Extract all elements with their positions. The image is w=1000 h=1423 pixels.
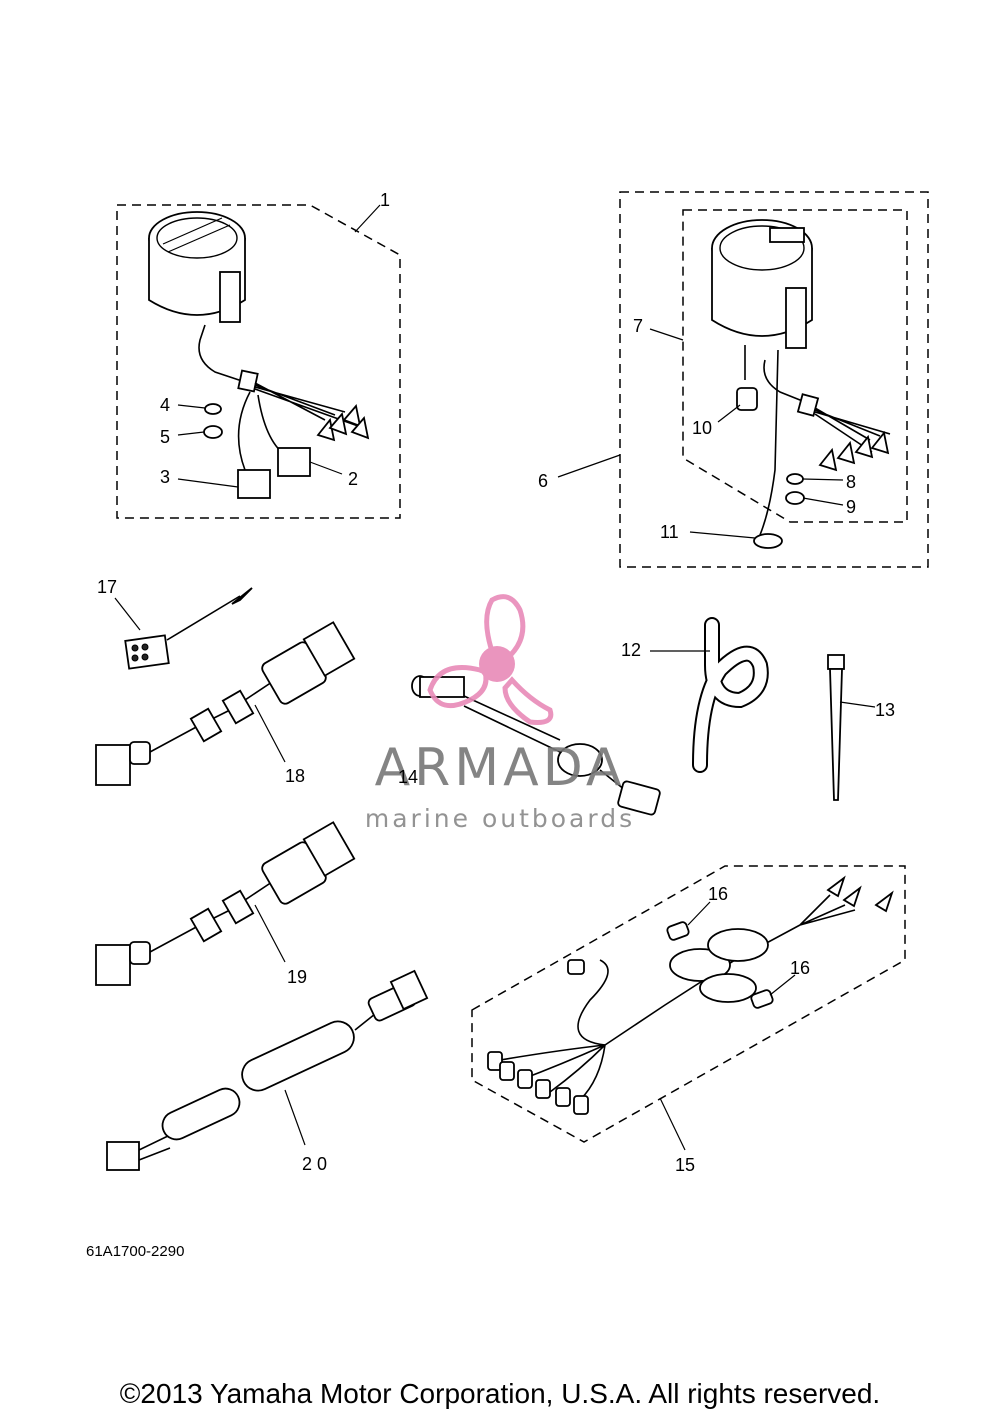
watermark-tagline: marine outboards [365,804,635,833]
callout-9: 9 [846,497,856,517]
callout-16-lower: 16 [790,958,810,978]
callout-18: 18 [285,766,305,786]
assembly-1-gauge [116,204,401,519]
callout-5: 5 [160,427,170,447]
callout-13: 13 [875,700,895,720]
watermark: ARMADA marine outboards [365,594,635,833]
callout-4: 4 [160,395,170,415]
callout-labels: 1 2 3 4 5 6 7 8 9 10 11 12 13 14 15 16 1… [97,190,895,1175]
assembly-6-gauge [619,191,929,568]
part-17-connector [124,587,253,670]
part-13-cable-tie [827,654,845,801]
leader-lines [114,204,876,1151]
callout-17: 17 [97,577,117,597]
propeller-logo-icon [427,594,554,725]
callout-1: 1 [380,190,390,210]
watermark-name: ARMADA [375,738,626,798]
callout-15: 15 [675,1155,695,1175]
callout-7: 7 [633,316,643,336]
callout-11: 11 [660,522,679,542]
callout-2: 2 [348,469,358,489]
part-15-main-harness [471,865,906,1143]
callout-3: 3 [160,467,170,487]
callout-20: 2 0 [302,1154,327,1174]
part-19-harness [95,821,356,986]
part-18-harness [95,621,356,786]
copyright-notice: ©2013 Yamaha Motor Corporation, U.S.A. A… [119,1378,881,1409]
diagram-part-number: 61A1700-2290 [86,1243,184,1260]
part-20-extension-lead [106,969,429,1171]
callout-19: 19 [287,967,307,987]
callout-14: 14 [398,767,418,787]
callout-6: 6 [538,471,548,491]
callout-12: 12 [621,640,641,660]
callout-10: 10 [692,418,712,438]
part-12-hose [692,617,769,773]
callout-8: 8 [846,472,856,492]
callout-16-upper: 16 [708,884,728,904]
